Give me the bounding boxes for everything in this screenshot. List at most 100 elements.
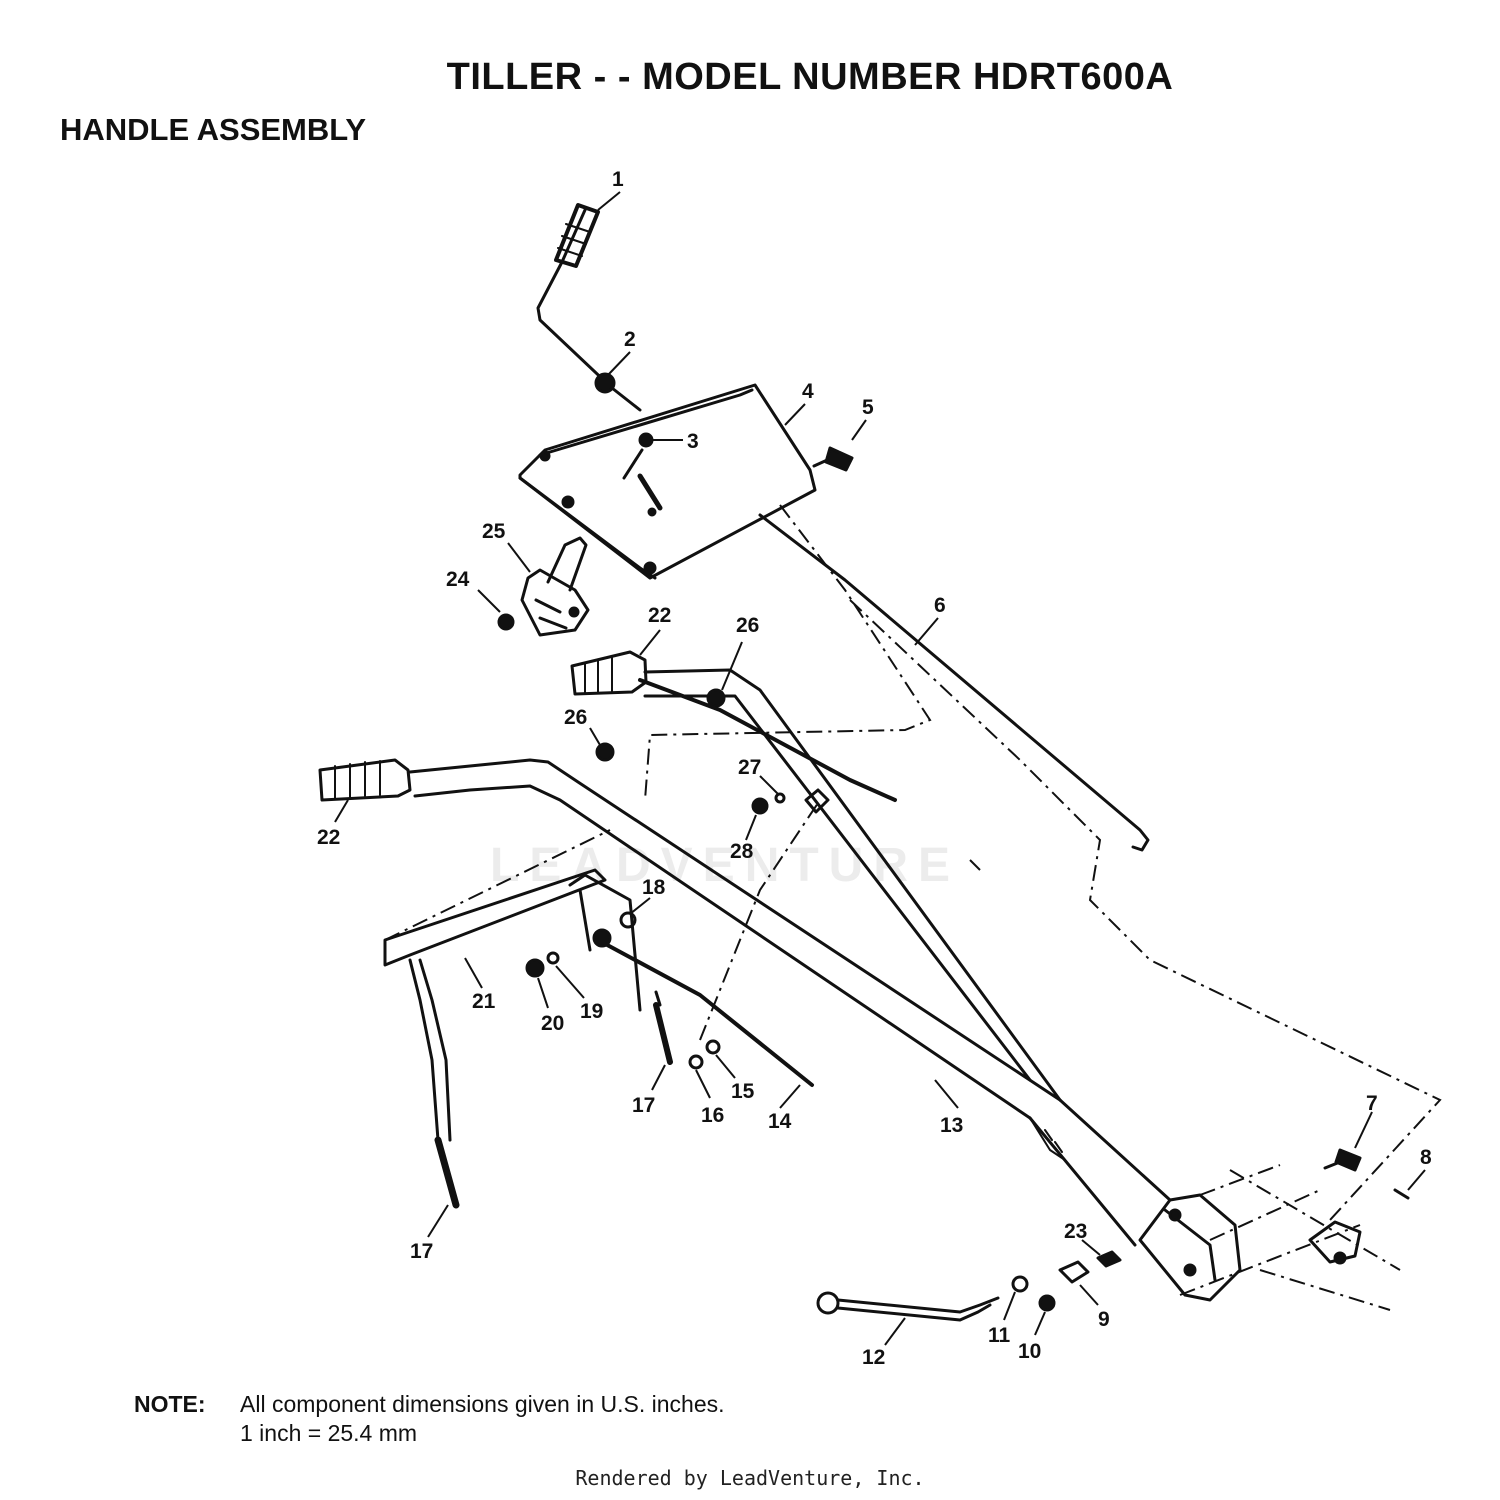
- leader-20: [537, 977, 549, 1009]
- leader-23: [1081, 1239, 1101, 1256]
- part-handle-base: [1138, 1193, 1242, 1302]
- part-washer-15: [705, 1039, 721, 1055]
- phantom-base-lines: [969, 859, 1401, 1311]
- leader-10: [1034, 1311, 1046, 1336]
- callout-17-upper: 17: [632, 1094, 655, 1117]
- callout-20: 20: [541, 1012, 564, 1035]
- leader-18: [629, 897, 651, 915]
- callout-26-lower: 26: [564, 706, 587, 729]
- part-nut-28: [751, 797, 769, 815]
- callout-17-lower: 17: [410, 1240, 433, 1263]
- callout-1: 1: [612, 168, 624, 191]
- part-throttle-cable: [596, 678, 897, 1087]
- callout-24: 24: [446, 568, 470, 591]
- part-nut-26a: [706, 688, 726, 708]
- render-credit: Rendered by LeadVenture, Inc.: [575, 1466, 925, 1490]
- leader-26a: [721, 641, 743, 691]
- part-nut-20: [525, 958, 545, 978]
- part-nut-24: [497, 613, 515, 631]
- part-nut-10: [1038, 1294, 1056, 1312]
- callout-22-left: 22: [317, 826, 340, 849]
- callout-19: 19: [580, 1000, 603, 1023]
- leader-5: [851, 419, 867, 441]
- part-control-panel: [518, 383, 817, 580]
- callout-26-upper: 26: [736, 614, 759, 637]
- part-nut-18b: [592, 928, 612, 948]
- part-washer-27: [774, 792, 786, 804]
- part-washer-18: [619, 911, 637, 929]
- callout-25: 25: [482, 520, 506, 543]
- note-line-1: All component dimensions given in U.S. i…: [240, 1391, 725, 1417]
- callout-18: 18: [642, 876, 666, 899]
- leader-6: [914, 617, 939, 646]
- leader-4: [784, 403, 806, 426]
- part-lower-bracket: [383, 868, 642, 1142]
- callout-27: 27: [738, 756, 761, 779]
- leader-19: [555, 965, 585, 999]
- leader-2: [607, 351, 631, 376]
- part-nut-26b: [595, 742, 615, 762]
- leader-17a: [651, 1064, 666, 1091]
- callout-5: 5: [862, 396, 874, 419]
- phantom-frame-outline: [644, 504, 932, 801]
- note-label: NOTE:: [134, 1391, 206, 1417]
- leader-1: [597, 191, 621, 211]
- callout-15: 15: [731, 1080, 755, 1103]
- part-lever-bracket: [520, 536, 590, 637]
- leader-28: [745, 814, 757, 841]
- part-grip-left: [318, 758, 412, 802]
- section-title: HANDLE ASSEMBLY: [60, 112, 367, 147]
- callout-7: 7: [1366, 1092, 1378, 1115]
- leader-15: [715, 1054, 736, 1079]
- leader-22b: [334, 799, 349, 823]
- leader-27: [759, 775, 779, 795]
- callout-3: 3: [687, 430, 699, 453]
- callout-22-right: 22: [648, 604, 671, 627]
- leader-11: [1003, 1291, 1016, 1321]
- part-rod-nut: [594, 372, 616, 394]
- part-long-shift-rod: [758, 513, 1150, 852]
- part-grip-right: [570, 650, 648, 696]
- callout-12: 12: [862, 1346, 885, 1369]
- part-23: [1096, 1250, 1122, 1268]
- leader-17b: [427, 1204, 449, 1238]
- part-washer-19: [546, 951, 560, 965]
- leader-9: [1079, 1284, 1099, 1306]
- part-main-handle: [408, 668, 1172, 1247]
- note-line-2: 1 inch = 25.4 mm: [240, 1420, 418, 1446]
- leader-13: [934, 1079, 959, 1109]
- diagram-title: TILLER - - MODEL NUMBER HDRT600A: [446, 56, 1174, 98]
- part-9: [1058, 1260, 1090, 1284]
- phantom-frame-lower: [384, 829, 611, 941]
- callout-13: 13: [940, 1114, 963, 1137]
- callout-28: 28: [730, 840, 754, 863]
- callout-8: 8: [1420, 1146, 1432, 1169]
- leader-24: [477, 589, 501, 613]
- callout-11: 11: [988, 1324, 1011, 1347]
- callout-4: 4: [802, 380, 814, 403]
- leader-26b: [589, 727, 601, 746]
- callout-14: 14: [768, 1110, 792, 1133]
- watermark: LEADVENTURE: [490, 839, 961, 892]
- part-washer-11: [1011, 1275, 1029, 1293]
- callout-2: 2: [624, 328, 636, 351]
- leader-21: [464, 957, 483, 989]
- phantom-cable-route: [699, 799, 821, 1041]
- callout-6: 6: [934, 594, 946, 617]
- callout-16: 16: [701, 1104, 724, 1127]
- part-spring-upper: [653, 990, 673, 1065]
- callout-23: 23: [1064, 1220, 1087, 1243]
- callout-9: 9: [1098, 1308, 1110, 1331]
- leader-16: [695, 1069, 711, 1099]
- part-upper-shift-rod: [536, 203, 642, 412]
- leader-8: [1407, 1169, 1426, 1191]
- leader-14: [779, 1084, 801, 1109]
- leader-22a: [639, 629, 661, 656]
- part-bolt-5: [812, 446, 854, 472]
- part-bolt-7: [1323, 1148, 1362, 1172]
- part-panel-screw: [622, 432, 663, 517]
- part-nut-16: [688, 1054, 704, 1070]
- leader-25: [507, 542, 531, 573]
- part-clip-27: [804, 788, 830, 814]
